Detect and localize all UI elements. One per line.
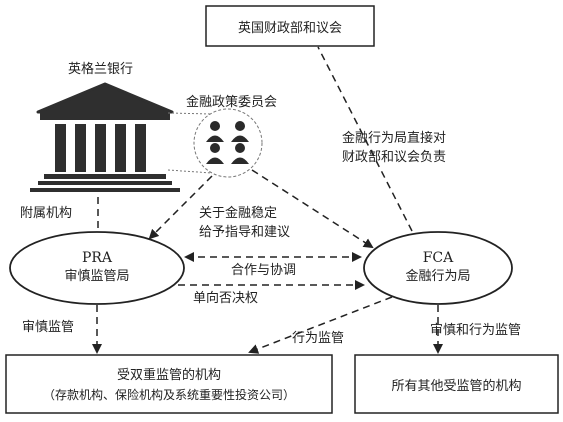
fca-treasury-label-line1: 金融行为局直接对 (342, 131, 447, 146)
fca-conduct-arrow (248, 296, 393, 354)
pra-abbr: PRA (81, 250, 113, 266)
committee-link-top (167, 112, 213, 115)
dual-regulated-box (5, 354, 333, 414)
treasury-box (205, 5, 375, 47)
dual-regulated-title: 受双重监管的机构 (116, 368, 221, 383)
pra-oval (9, 231, 185, 305)
pra-name: 审慎监管局 (64, 269, 130, 284)
pra-prudential-label: 审慎监管 (22, 320, 75, 335)
fca-abbr: FCA (422, 250, 454, 266)
cooperation-label: 合作与协调 (231, 263, 297, 278)
fca-conduct-label: 行为监管 (292, 331, 345, 346)
dual-regulated-subtitle: （存款机构、保险机构及系统重要性投资公司） (42, 388, 295, 402)
subsidiary-label: 附属机构 (20, 206, 73, 221)
fca-treasury-line (317, 46, 413, 232)
others-label: 所有其他受监管的机构 (391, 379, 522, 394)
treasury-label: 英国财政部和议会 (237, 21, 342, 36)
boe-label: 英格兰银行 (68, 62, 134, 77)
committee-people-icon (206, 121, 249, 164)
fca-name: 金融行为局 (405, 269, 471, 284)
fpc-to-pra-arrow (148, 175, 213, 240)
fca-treasury-label-line2: 财政部和议会负责 (342, 150, 447, 165)
fpc-advice-label-line2: 给予指导和建议 (199, 225, 291, 240)
fca-oval (363, 231, 513, 305)
fca-prudential-conduct-label: 审慎和行为监管 (430, 323, 522, 338)
fpc-label: 金融政策委员会 (186, 95, 278, 110)
others-box (354, 354, 559, 414)
committee-link-bottom (167, 169, 213, 174)
committee-circle (193, 108, 263, 178)
fpc-advice-label-line1: 关于金融稳定 (199, 206, 278, 221)
veto-label: 单向否决权 (193, 291, 259, 306)
bank-building-icon (30, 82, 180, 192)
